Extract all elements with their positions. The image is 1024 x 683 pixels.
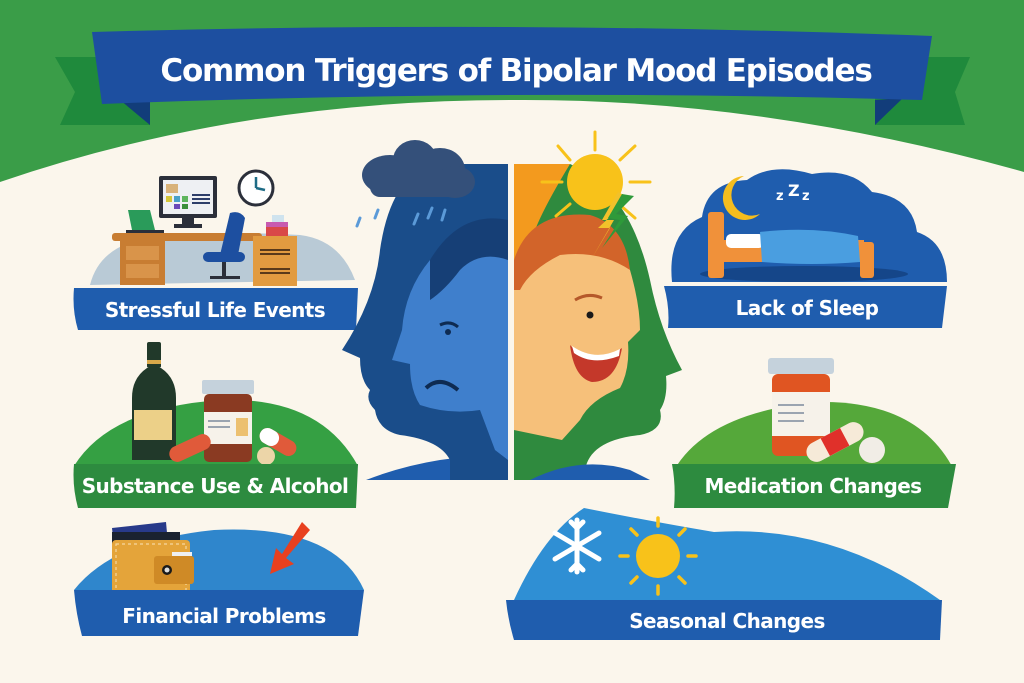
snowflake-sun-icon — [514, 508, 940, 600]
trigger-card-financial-problems: Financial Problems — [74, 518, 374, 642]
trigger-card-medication-changes: Medication Changes — [668, 352, 958, 510]
label-band — [73, 464, 358, 508]
svg-text:z: z — [802, 189, 810, 204]
bipolar-heads-illustration — [330, 130, 700, 520]
label-band — [506, 600, 942, 640]
label-band — [74, 590, 364, 636]
wallet-arrow-icon — [74, 522, 364, 596]
label-band — [672, 464, 956, 508]
office-desk-icon — [90, 169, 355, 286]
bed-moon-icon: z Z z — [671, 169, 947, 282]
trigger-card-seasonal-changes: Seasonal Changes — [504, 504, 950, 644]
trigger-label: Substance Use & Alcohol — [81, 474, 349, 498]
label-band — [73, 288, 358, 330]
pill-bottle-icon — [674, 358, 954, 470]
trigger-label: Lack of Sleep — [735, 296, 879, 320]
trigger-label: Financial Problems — [122, 604, 326, 628]
sun-lightning-icon — [540, 130, 652, 258]
trigger-label: Stressful Life Events — [104, 298, 326, 322]
trigger-card-substance-use: Substance Use & Alcohol — [70, 338, 360, 510]
trigger-card-lack-of-sleep: z Z z Lack of Sleep — [662, 162, 952, 332]
bottle-pills-icon — [74, 342, 358, 466]
svg-text:Z: Z — [788, 181, 800, 200]
trigger-label: Medication Changes — [704, 474, 923, 498]
label-band — [664, 286, 947, 328]
svg-text:z: z — [776, 189, 784, 204]
page-title: Common Triggers of Bipolar Mood Episodes — [160, 53, 872, 89]
trigger-label: Seasonal Changes — [629, 609, 825, 633]
trigger-card-stressful-life-events: Stressful Life Events — [70, 160, 360, 332]
rain-cloud-icon — [355, 140, 475, 228]
title-ribbon — [55, 26, 970, 125]
